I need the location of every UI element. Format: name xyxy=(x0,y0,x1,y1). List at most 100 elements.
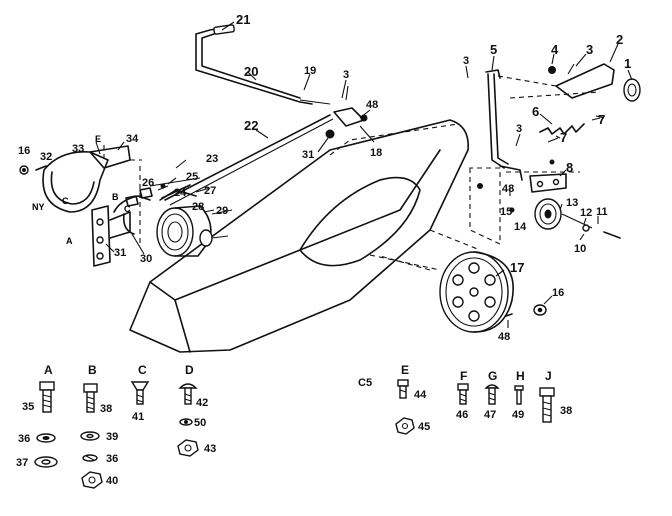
lock-washer-36-icon xyxy=(36,433,56,443)
hardware-legend: A B C D E F G H J 35 38 xyxy=(16,363,572,489)
callout-23: 23 xyxy=(206,153,218,165)
callout-3-farleft: 3 xyxy=(463,55,469,67)
callout-10: 10 xyxy=(574,243,586,255)
washer-left xyxy=(19,165,47,175)
hardware-47: 47 xyxy=(484,409,496,421)
callout-a: A xyxy=(66,236,73,246)
callout-e-left: E xyxy=(95,134,101,144)
handle-assembly xyxy=(195,24,331,105)
screw-f-icon xyxy=(457,383,469,405)
wheel-17 xyxy=(379,251,514,333)
callout-5: 5 xyxy=(490,42,497,57)
nut-16-right xyxy=(505,304,547,317)
bracket-2 xyxy=(497,63,615,99)
bolt-j-icon xyxy=(539,387,555,423)
callout-b: B xyxy=(112,192,119,202)
hardware-37: 37 xyxy=(16,457,28,469)
hardware-letter-j: J xyxy=(545,369,552,383)
callout-24: 24 xyxy=(174,187,187,199)
arm-30 xyxy=(113,195,151,235)
callout-33: 33 xyxy=(72,143,84,155)
callout-7-a: 7 xyxy=(598,112,605,127)
spring-6 xyxy=(539,115,605,143)
callout-labels: 21 20 19 3 48 22 31 18 16 32 33 E 34 23 … xyxy=(18,12,631,343)
callout-4: 4 xyxy=(551,42,559,57)
pulley-13 xyxy=(477,183,621,239)
hardware-35: 35 xyxy=(22,401,34,413)
washer-50-icon xyxy=(179,418,193,426)
callout-15: 15 xyxy=(500,206,512,218)
callout-31-top: 31 xyxy=(302,149,314,161)
callout-20: 20 xyxy=(244,64,258,79)
bolt-b-icon xyxy=(83,383,98,413)
callout-11: 11 xyxy=(596,206,608,218)
nut-43-icon xyxy=(177,439,199,457)
hardware-letter-e: E xyxy=(401,363,409,377)
callout-27: 27 xyxy=(204,185,216,197)
hardware-letter-d: D xyxy=(185,363,194,377)
callout-3-top: 3 xyxy=(343,69,349,81)
hardware-45: 45 xyxy=(418,421,430,433)
callout-3-right: 3 xyxy=(586,42,593,57)
leader-lines xyxy=(95,21,633,328)
hardware-letter-f: F xyxy=(460,369,467,383)
hardware-36: 36 xyxy=(18,433,30,445)
callout-2: 2 xyxy=(616,32,623,47)
callout-c-letter: C xyxy=(62,196,69,206)
hardware-43: 43 xyxy=(204,443,216,455)
callout-8: 8 xyxy=(566,160,573,175)
hardware-36b: 36 xyxy=(106,453,118,465)
washer-39-icon xyxy=(80,431,100,441)
callout-12: 12 xyxy=(580,207,592,219)
bolt-e-icon xyxy=(397,379,409,399)
hardware-letter-b: B xyxy=(88,363,97,377)
callout-6: 6 xyxy=(532,104,539,119)
hardware-letter-h: H xyxy=(516,369,525,383)
callout-16-right: 16 xyxy=(552,287,564,299)
callout-26: 26 xyxy=(142,177,154,189)
hardware-38-j: 38 xyxy=(560,405,572,417)
callout-7-b: 7 xyxy=(560,130,567,145)
nut-40-icon xyxy=(81,471,103,489)
hardware-40: 40 xyxy=(106,475,118,487)
bolt-a-icon xyxy=(39,381,55,413)
callout-3-mid: 3 xyxy=(516,123,522,135)
hardware-38: 38 xyxy=(100,403,112,415)
pin-h-icon xyxy=(514,385,524,405)
hardware-44: 44 xyxy=(414,389,427,401)
drive-clutch xyxy=(156,189,229,257)
callout-29: 29 xyxy=(216,205,228,217)
pulley-1 xyxy=(623,78,641,102)
nut-45-icon xyxy=(395,417,415,435)
callout-c: C xyxy=(124,204,131,214)
callout-48-bottom: 48 xyxy=(498,331,510,343)
callout-13: 13 xyxy=(566,197,578,209)
screw-c-icon xyxy=(130,381,150,405)
callout-30: 30 xyxy=(140,253,152,265)
callout-34: 34 xyxy=(126,133,139,145)
lock-washer-36b-icon xyxy=(82,454,98,462)
callout-48-mid: 48 xyxy=(502,183,514,195)
lever-5 xyxy=(485,69,523,181)
callout-32: 32 xyxy=(40,151,52,163)
flat-washer-37-icon xyxy=(34,456,58,468)
callout-22: 22 xyxy=(244,118,258,133)
callout-18: 18 xyxy=(370,147,382,159)
callout-14: 14 xyxy=(514,221,527,233)
linkage-parts xyxy=(125,177,201,207)
hardware-42: 42 xyxy=(196,397,208,409)
callout-ny: NY xyxy=(32,202,45,212)
carriage-bolt-d-icon xyxy=(178,383,198,405)
hardware-49: 49 xyxy=(512,409,524,421)
callout-48-top: 48 xyxy=(366,99,378,111)
screw-g-icon xyxy=(484,384,500,405)
top-bracket xyxy=(325,85,368,139)
callout-17: 17 xyxy=(510,260,524,275)
callout-19: 19 xyxy=(304,65,316,77)
callout-28: 28 xyxy=(192,201,204,213)
bracket-31 xyxy=(91,166,141,267)
hardware-letter-c: C xyxy=(138,363,147,377)
callout-21: 21 xyxy=(236,12,250,27)
callout-1: 1 xyxy=(624,56,631,71)
